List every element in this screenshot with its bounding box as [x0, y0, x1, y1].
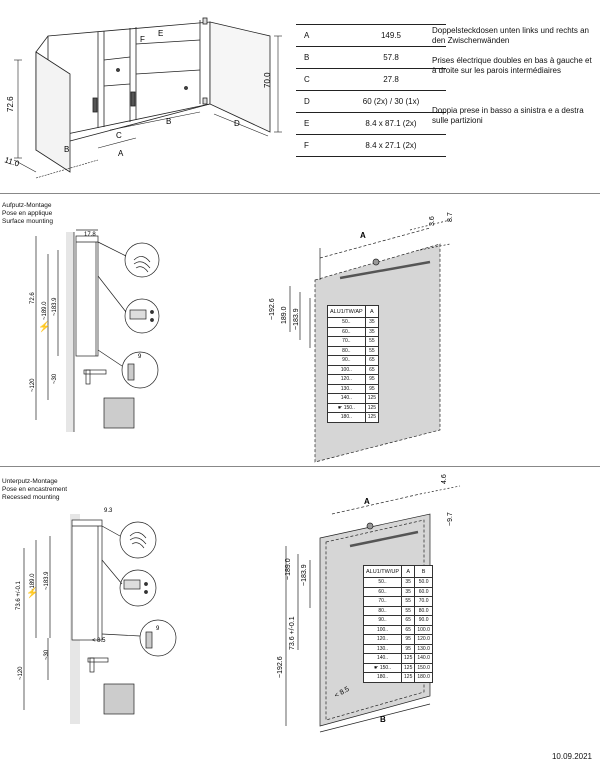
table-row: 180..125 [327, 412, 380, 423]
recessed-front-v1: ~192.6 [277, 656, 284, 678]
surface-title: Aufputz-Montage Pose en applique Surface… [2, 202, 53, 225]
recessed-height-4: ~120 [18, 666, 24, 680]
section-divider [0, 193, 600, 194]
recessed-height-5: ~30 [44, 649, 50, 660]
table-row: 120..95 [327, 374, 380, 385]
overview-label-c: C [116, 131, 122, 140]
surface-front-v1: ~192.6 [269, 298, 276, 320]
recessed-front-v3: ~189.0 [285, 558, 292, 580]
table-row: 70..55 [327, 336, 380, 347]
note-german: Doppelsteckdosen unten links und rechts … [432, 26, 589, 45]
pointer-hand-icon: ☛ [374, 664, 380, 671]
overview-label-b-left: B [64, 145, 69, 154]
table-row: 50..35 [327, 317, 380, 328]
overview-height-outer: 72.6 [6, 96, 15, 112]
surface-side-view: 17.8 72.6 ~189.0 ~183.9 ~120 ~30 9 ⚡ [30, 229, 160, 432]
recessed-depth-label: 9.3 [104, 508, 113, 514]
power-icon: ⚡ [26, 586, 38, 599]
recessed-gap-label: 9 [156, 626, 160, 632]
overview-label-b-right: B [166, 117, 171, 126]
recessed-recess-label: < 8.5 [92, 638, 106, 644]
recessed-height-3: ~183.9 [44, 571, 50, 590]
surface-depth-label: 17.8 [84, 232, 96, 238]
overview-height-inner: 70.0 [263, 72, 272, 88]
recessed-front-v2: 73.6 +/-0.1 [289, 616, 296, 650]
surface-height-5: ~30 [52, 373, 58, 384]
note-italian: Doppia prese in basso a sinistra e a des… [432, 106, 584, 125]
surface-height-1: 72.6 [30, 292, 36, 304]
recessed-title: Unterputz-Montage Pose en encastrement R… [2, 478, 68, 501]
note-french: Prises électrique doubles en bas à gauch… [432, 56, 592, 75]
pointer-hand-icon: ☛ [337, 404, 344, 411]
recessed-height-2: ~189.0 [30, 573, 36, 592]
table-row: 100..65 [327, 364, 380, 375]
recessed-height-1: 73.6 +/-0.1 [16, 580, 22, 610]
surface-front-t1: 3.6 [429, 216, 436, 226]
overview-label-a: A [118, 149, 124, 158]
date-stamp: 10.09.2021 [551, 752, 592, 761]
table-row: 60..35 [327, 326, 380, 337]
section-divider [0, 466, 600, 467]
recessed-front-v4: ~183.9 [301, 564, 308, 586]
surface-front-a: A [360, 231, 366, 240]
table-row: 140..125 [327, 393, 380, 404]
table-row: ☛ 150..125 [327, 402, 380, 413]
table-row: 90..65 [327, 355, 380, 366]
surface-height-3: ~183.9 [52, 297, 58, 316]
overview-label-d: D [234, 119, 240, 128]
cabinet-overview-drawing: 72.6 70.0 11.0 B A C B D E F [3, 17, 282, 179]
surface-front-t2: 8.7 [447, 212, 454, 222]
recessed-front-a: A [364, 497, 370, 506]
surface-front-v3: ~183.9 [293, 308, 300, 330]
overview-label-e: E [158, 29, 163, 38]
table-row: 130..95 [327, 383, 380, 394]
surface-gap-label: 9 [138, 354, 142, 360]
surface-height-2: ~189.0 [42, 301, 48, 320]
power-icon: ⚡ [38, 320, 50, 333]
recessed-side-view: 9.3 73.6 +/-0.1 ~189.0 ~183.9 ~120 ~30 9… [16, 508, 177, 724]
recessed-front-t2: ~9.7 [447, 512, 454, 526]
overview-label-f: F [140, 35, 145, 44]
surface-height-4: ~120 [30, 378, 36, 392]
table-row: 80..55 [327, 345, 380, 356]
recessed-front-t1: 4.6 [441, 474, 448, 484]
recessed-front-b: B [380, 715, 386, 724]
surface-front-v2: 189.0 [281, 306, 288, 324]
